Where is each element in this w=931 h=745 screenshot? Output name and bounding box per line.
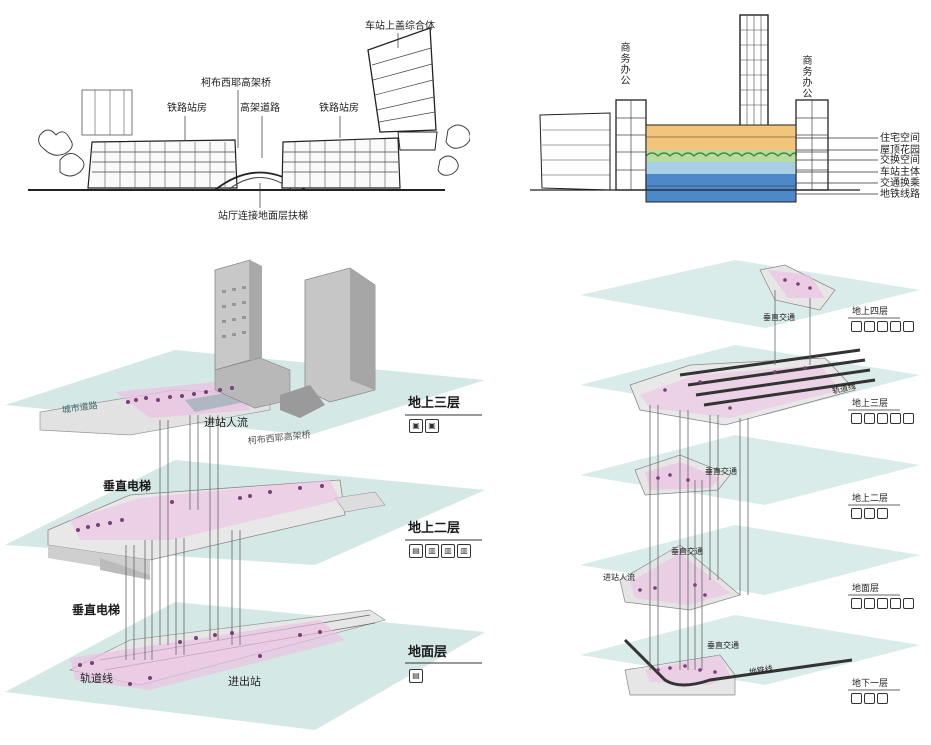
label-layer-3: 车站主体 <box>880 167 920 178</box>
label-r-inflow: 进站人流 <box>603 573 635 582</box>
transit-icon <box>864 508 875 519</box>
label-r-vertical-3: 垂直交通 <box>671 547 703 556</box>
bus-icon: ▥ <box>425 544 439 558</box>
bus-icon: ▥ <box>457 544 471 558</box>
transit-icon <box>864 598 875 609</box>
transit-icon <box>890 598 901 609</box>
section-drawing <box>530 14 878 203</box>
floor-r-icons-4 <box>851 321 914 332</box>
floor-r-label-ground: 地面层 <box>852 584 880 594</box>
train-icon: ▤ <box>409 544 423 558</box>
label-layer-5: 地铁线路 <box>880 189 920 200</box>
transit-icon <box>903 321 914 332</box>
axon-right-drawing <box>580 260 920 696</box>
label-layer-2: 交换空间 <box>880 155 920 166</box>
layer-station <box>646 174 796 202</box>
train-icon: ▤ <box>409 669 423 683</box>
label-office-left: 商务办公 <box>618 42 629 86</box>
label-escalator: 站厅连接地面层扶梯 <box>218 211 308 222</box>
section-diagram: 商务办公 商务办公 住宅空间 屋顶花园 交换空间 车站主体 交通换乘 地铁线路 <box>470 0 931 240</box>
bus-icon: ▥ <box>441 544 455 558</box>
floor-r-icons-3 <box>851 413 914 424</box>
label-station-right: 铁路站房 <box>319 103 359 114</box>
transit-icon <box>890 413 901 424</box>
transit-icon <box>851 321 862 332</box>
floor-label-ground: 地面层 <box>408 645 448 660</box>
label-complex: 车站上盖综合体 <box>365 21 435 32</box>
transit-icon <box>851 693 862 704</box>
elevation-drawing <box>28 27 470 208</box>
transit-icon <box>877 693 888 704</box>
label-layer-4: 交通换乘 <box>880 178 920 189</box>
car-icon: ▣ <box>425 419 439 433</box>
transit-icon <box>877 508 888 519</box>
axon-left: 城市道路 进站人流 柯布西耶高架桥 垂直电梯 垂直电梯 轨道线 进出站 地上三层… <box>0 240 490 745</box>
label-elevator-upper: 垂直电梯 <box>103 479 152 493</box>
transit-icon <box>851 598 862 609</box>
transit-icon <box>903 413 914 424</box>
layer-exchange <box>646 162 796 174</box>
floor-r-icons-b1 <box>851 693 888 704</box>
transit-icon <box>851 508 862 519</box>
floor-r-label-4: 地上四层 <box>852 307 889 317</box>
floor-r-icons-2 <box>851 508 888 519</box>
label-r-vertical-1: 垂直交通 <box>763 313 795 322</box>
plate-r-floor4 <box>580 260 920 328</box>
transit-icon <box>877 321 888 332</box>
elevation-sketch: 车站上盖综合体 柯布西耶高架桥 铁路站房 高架道路 铁路站房 站厅连接地面层扶梯 <box>0 0 470 240</box>
axon-right: 垂直交通 轨道线 垂直交通 垂直交通 进站人流 垂直交通 地铁线 地上四层 地上… <box>570 250 931 745</box>
floor-icons-3: ▣ ▣ <box>409 419 439 433</box>
transit-icon <box>864 413 875 424</box>
layer-garden <box>646 150 796 162</box>
label-inflow: 进站人流 <box>204 416 248 429</box>
label-track: 轨道线 <box>80 672 113 685</box>
floor-r-label-2: 地上二层 <box>852 494 889 504</box>
transit-icon <box>903 598 914 609</box>
transit-icon <box>877 598 888 609</box>
label-elevated-road: 高架道路 <box>240 103 280 114</box>
label-layer-0: 住宅空间 <box>880 133 920 144</box>
floor-label-2: 地上二层 <box>408 521 461 536</box>
floor-r-label-b1: 地下一层 <box>852 679 889 689</box>
plate-ground <box>5 602 485 730</box>
transit-icon <box>877 413 888 424</box>
label-layer-1: 屋顶花园 <box>880 145 920 156</box>
label-elevator-lower: 垂直电梯 <box>72 603 121 617</box>
floor-label-3: 地上三层 <box>408 396 461 411</box>
floor-icons-ground: ▤ <box>409 669 423 683</box>
transit-icon <box>851 413 862 424</box>
transit-icon <box>864 693 875 704</box>
floor-icons-2: ▤ ▥ ▥ ▥ <box>409 544 471 558</box>
label-r-vertical-4: 垂直交通 <box>707 641 739 650</box>
floor-r-label-3: 地上三层 <box>852 399 889 409</box>
label-r-vertical-2: 垂直交通 <box>705 467 737 476</box>
floor-r-icons-ground <box>851 598 914 609</box>
label-office-right: 商务办公 <box>800 55 811 99</box>
label-viaduct: 柯布西耶高架桥 <box>201 78 271 89</box>
label-station-left: 铁路站房 <box>167 103 207 114</box>
axon-left-drawing <box>5 259 485 730</box>
transit-icon <box>864 321 875 332</box>
layer-residential <box>646 125 796 150</box>
car-icon: ▣ <box>409 419 423 433</box>
label-entry-exit: 进出站 <box>228 675 261 688</box>
transit-icon <box>890 321 901 332</box>
